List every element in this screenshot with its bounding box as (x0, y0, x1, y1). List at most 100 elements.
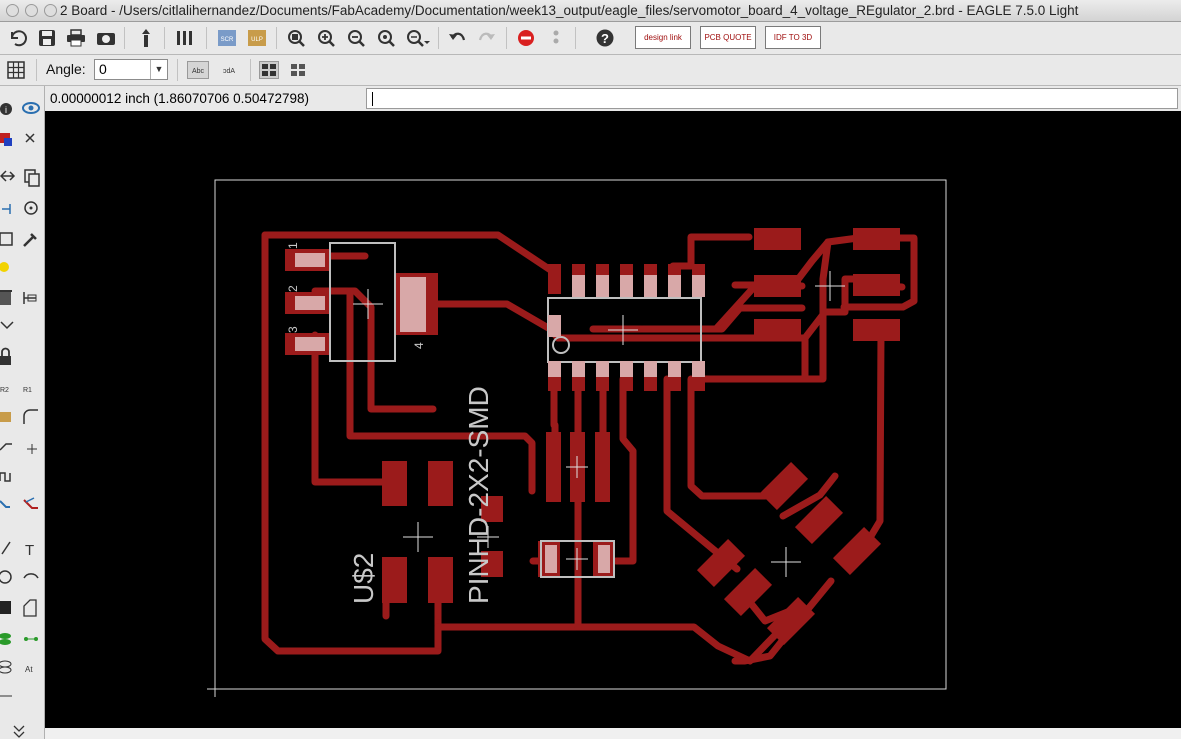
command-sidebar: i R2 R1 T At (0, 86, 45, 739)
arc-icon (23, 573, 39, 579)
undo-icon[interactable] (446, 26, 468, 50)
regulator-pin4-label: 4 (412, 342, 426, 349)
text-normal-icon[interactable]: Abc (186, 58, 210, 82)
mark-icon (25, 133, 35, 143)
text-mirror-icon[interactable]: Abc (217, 58, 241, 82)
open-icon[interactable] (8, 26, 30, 50)
silkscreen (295, 242, 705, 578)
attribute-icon: At (25, 665, 33, 674)
command-input[interactable] (366, 88, 1178, 109)
silk-labels: 1 2 3 4 PINHD-2X2-SMD U$2 (286, 242, 494, 604)
design-link-label: design link (644, 33, 682, 42)
rect-icon (0, 601, 11, 614)
status-bar (45, 728, 1181, 739)
diode-outline (540, 540, 615, 578)
text-icon: T (25, 542, 34, 559)
hole-icon (0, 660, 12, 674)
pcb-quote-label: PCB QUOTE (704, 33, 752, 42)
pcb-drawing[interactable]: 1 2 3 4 PINHD-2X2-SMD U$2 (45, 111, 1181, 728)
save-icon[interactable] (36, 26, 58, 50)
value-icon: R1 (23, 387, 32, 394)
header-name-label: PINHD-2X2-SMD (463, 386, 494, 604)
print-icon[interactable] (65, 26, 87, 50)
zoom-redraw-icon[interactable] (375, 26, 397, 50)
change-icon (23, 233, 37, 247)
pcb-quote-button[interactable]: PCB QUOTE (700, 26, 756, 49)
window-title: 2 Board - /Users/citlalihernandez/Docume… (60, 3, 1079, 18)
rotate-icon (24, 201, 38, 215)
minimize-window-button[interactable] (25, 4, 38, 17)
svg-text:?: ? (601, 31, 609, 46)
regulator-pin1-label: 1 (286, 242, 300, 249)
svg-text:Abc: Abc (222, 68, 235, 75)
add-icon (23, 292, 37, 304)
zoom-out-icon[interactable] (345, 26, 367, 50)
go-icon[interactable] (545, 26, 567, 50)
grid-icon[interactable] (5, 58, 27, 82)
title-bar: 2 Board - /Users/citlalihernandez/Docume… (0, 0, 1181, 22)
delete-icon (0, 290, 12, 305)
angle-label: Angle: (46, 61, 86, 77)
origin-cross (207, 681, 223, 697)
svg-text:T: T (25, 542, 34, 559)
fill-outline-icon[interactable] (287, 58, 309, 82)
svg-text:ULP: ULP (251, 37, 263, 43)
main-toolbar: SCR ULP ? design link PCB QUOTE IDF TO 3… (0, 22, 1181, 55)
circle-icon (0, 570, 12, 584)
angle-select[interactable]: 0 ▼ (94, 59, 168, 80)
script-icon[interactable]: SCR (216, 26, 238, 50)
group-icon (0, 232, 13, 246)
info-icon: i (0, 103, 12, 115)
idf-to-3d-button[interactable]: IDF TO 3D (765, 26, 821, 49)
signal-icon (24, 637, 38, 641)
svg-text:Abc: Abc (192, 68, 205, 75)
stop-icon[interactable] (515, 26, 537, 50)
origin-markers (353, 271, 845, 577)
zoom-fit-icon[interactable] (285, 26, 307, 50)
ripup-icon (23, 497, 38, 509)
regulator-pin3-label: 3 (286, 326, 300, 333)
paste-icon (0, 262, 9, 272)
replace-icon (0, 321, 14, 330)
cam-icon[interactable] (95, 26, 117, 50)
fill-solid-icon[interactable] (258, 58, 280, 82)
route-icon (0, 500, 10, 508)
name-icon: R2 (0, 387, 9, 394)
sidebar-icons: i R2 R1 T At (0, 102, 40, 738)
split-icon (0, 412, 11, 422)
optimize-icon (0, 443, 12, 451)
expand-more-icon (13, 725, 25, 738)
move-icon (0, 170, 16, 182)
zoom-select-icon[interactable] (405, 26, 431, 50)
help-icon[interactable]: ? (594, 26, 616, 50)
via-icon (0, 633, 11, 645)
show-icon (22, 102, 40, 114)
idf-to-3d-label: IDF TO 3D (773, 33, 813, 42)
svg-text:SCR: SCR (221, 37, 234, 43)
meander-icon (0, 472, 11, 482)
redo-icon[interactable] (476, 26, 498, 50)
run-ulp-icon[interactable]: ULP (246, 26, 268, 50)
layer-switch-icon[interactable] (135, 26, 157, 50)
board-canvas[interactable]: 1 2 3 4 PINHD-2X2-SMD U$2 (45, 111, 1181, 728)
svg-text:R2: R2 (0, 387, 9, 394)
chevron-down-icon[interactable]: ▼ (150, 60, 167, 79)
board-outline (214, 179, 947, 690)
coordinate-readout: 0.00000012 inch (1.86070706 0.50472798) (50, 91, 309, 106)
parameter-toolbar: Angle: 0 ▼ Abc Abc (0, 55, 1181, 86)
svg-text:At: At (25, 665, 33, 674)
zoom-in-icon[interactable] (315, 26, 337, 50)
miter-icon (23, 409, 38, 424)
regulator-pin2-label: 2 (286, 285, 300, 292)
design-link-button[interactable]: design link (635, 26, 691, 49)
display-layers-icon (0, 133, 12, 146)
column-sliders-icon[interactable] (174, 26, 198, 50)
close-window-button[interactable] (6, 4, 19, 17)
mirror-icon (2, 204, 11, 214)
polygon-icon (23, 599, 37, 617)
regulator-outline (329, 242, 396, 362)
zoom-window-button[interactable] (44, 4, 57, 17)
svg-text:R1: R1 (23, 387, 32, 394)
lock-icon (0, 347, 11, 365)
command-bar: 0.00000012 inch (1.86070706 0.50472798) (0, 86, 1181, 111)
